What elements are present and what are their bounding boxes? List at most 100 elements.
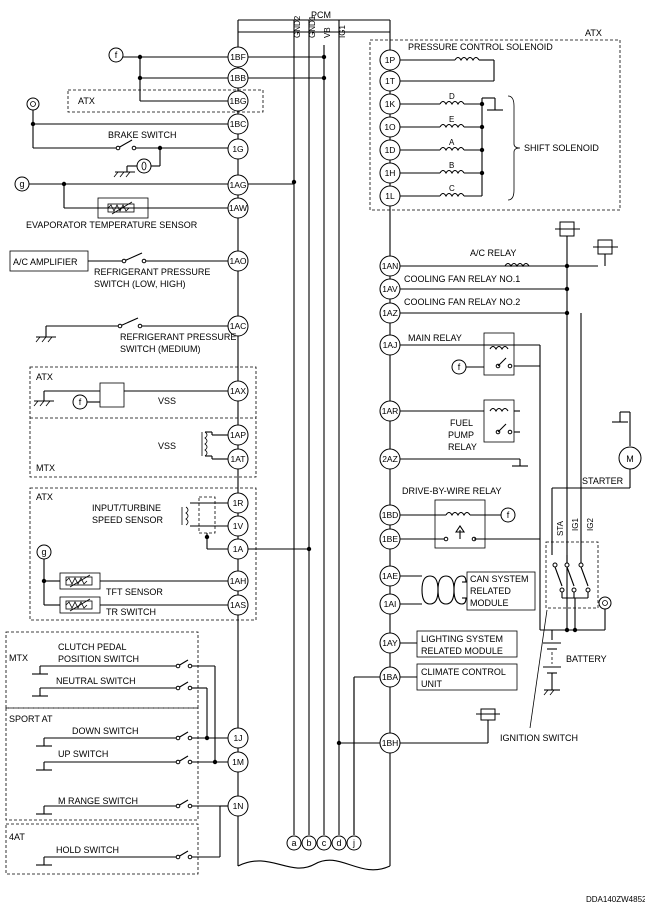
pin-1bf: 1BF [227,46,249,68]
svg-text:1V: 1V [233,521,244,531]
svg-text:1R: 1R [233,498,244,508]
atx-vss-label: ATX [36,372,53,382]
svg-text:1AW: 1AW [229,203,247,213]
svg-text:1AT: 1AT [231,454,246,464]
f-circle-3: f [458,362,461,372]
pin-1g: 1G [227,138,249,160]
can-label-1: CAN SYSTEM [470,574,529,584]
hold-switch-label: HOLD SWITCH [56,845,119,855]
connector-c: c [322,838,327,848]
fuel-pump-label-1: FUEL [450,418,473,428]
pin-1aw: 1AW [227,197,249,219]
battery-label: BATTERY [566,654,607,664]
svg-text:1M: 1M [232,757,244,767]
atx-bg-label: ATX [78,96,95,106]
atx-turbine-label: ATX [36,492,53,502]
pin-1k: 1K [379,93,401,115]
pin-1bb: 1BB [227,67,249,89]
evaporator-sensor-circuit: g EVAPORATOR TEMPERATURE SENSOR [14,176,294,230]
fan-relay-1-label: COOLING FAN RELAY NO.1 [404,274,520,284]
pin-1v: 1V [227,515,249,537]
svg-text:1H: 1H [385,168,396,178]
pin-1o: 1O [379,116,401,138]
dbw-relay-label: DRIVE-BY-WIRE RELAY [402,486,502,496]
gnd1-label: GND1 [308,15,317,38]
connector-j: j [352,838,355,848]
lighting-label-2: RELATED MODULE [421,646,503,656]
down-switch-label: DOWN SWITCH [72,726,139,736]
pin-1av: 1AV [379,278,401,300]
sol-b-label: B [449,161,454,170]
evap-sensor-label: EVAPORATOR TEMPERATURE SENSOR [26,220,198,230]
pin-1ah: 1AH [227,570,249,592]
pin-1as: 1AS [227,594,249,616]
pin-1an: 1AN [379,255,401,277]
svg-text:2AZ: 2AZ [382,454,398,464]
svg-text:1AC: 1AC [230,321,247,331]
g-circle-2: g [41,547,46,557]
f-circle-1: f [115,50,118,60]
svg-text:1AN: 1AN [382,261,399,271]
pin-1be: 1BE [379,528,401,550]
svg-text:1D: 1D [385,145,396,155]
svg-text:1A: 1A [233,544,244,554]
pcm-internal-bus: GND2 GND1 VB IG1 [238,15,390,835]
atx-solenoid-label: ATX [585,28,602,38]
pin-1l: 1L [379,185,401,207]
connector-b: b [306,838,311,848]
sport-at-label: SPORT AT [9,714,53,724]
pin-2az: 2AZ [379,448,401,470]
pin-1h: 1H [379,162,401,184]
mtx-clutch-label: MTX [9,653,28,663]
svg-text:1T: 1T [385,76,395,86]
svg-text:1BB: 1BB [230,73,246,83]
svg-text:1O: 1O [384,122,396,132]
fuel-pump-label-2: PUMP [448,430,474,440]
pin-1ba: 1BA [379,666,401,688]
four-at-label: 4AT [9,832,25,842]
turbine-label-2: SPEED SENSOR [92,515,164,525]
g-circle-1: g [19,179,24,189]
svg-text:1AE: 1AE [382,571,398,581]
can-label-2: RELATED [470,586,511,596]
svg-text:1BE: 1BE [382,534,398,544]
svg-text:1BA: 1BA [382,672,398,682]
ig1-sw-label: IG1 [571,518,580,531]
pin-1bc: 1BC [227,113,249,135]
ac-relay-label: A/C RELAY [470,248,516,258]
svg-text:1J: 1J [234,733,243,743]
pressure-control-label: PRESSURE CONTROL SOLENOID [408,42,553,52]
sol-c-label: C [449,184,455,193]
pin-1j: 1J [227,727,249,749]
svg-text:1AY: 1AY [382,638,398,648]
pin-1t: 1T [379,70,401,92]
tft-sensor-label: TFT SENSOR [106,587,163,597]
pin-1n: 1N [227,795,249,817]
svg-text:1BF: 1BF [230,52,246,62]
lighting-label-1: LIGHTING SYSTEM [421,634,503,644]
pin-1ay: 1AY [379,632,401,654]
svg-text:1AS: 1AS [230,600,246,610]
pin-1az: 1AZ [379,302,401,324]
up-switch-label: UP SWITCH [58,749,108,759]
vss-atx-label: VSS [158,396,176,406]
main-fuel-relay-circuit: MAIN RELAY f FUEL PUMP RELAY [400,332,541,630]
connector-a: a [291,838,296,848]
ignition-switch-label: IGNITION SWITCH [500,733,578,743]
turbine-label-1: INPUT/TURBINE [92,503,161,513]
relay-lines-circuit: A/C RELAY COOLING FAN RELAY NO.1 COOLING… [400,221,618,630]
svg-text:1BC: 1BC [230,119,247,129]
pin-1ap: 1AP [227,424,249,446]
svg-text:1AV: 1AV [382,284,398,294]
svg-text:1BG: 1BG [229,96,246,106]
vss-circuit: ATX MTX f VSS VSS [29,366,257,478]
clutch-label-1: CLUTCH PEDAL [58,642,127,652]
neutral-label: NEUTRAL SWITCH [56,676,136,686]
ac-amplifier-circuit: A/C AMPLIFIER REFRIGERANT PRESSURE SWITC… [9,250,228,289]
sol-a-label: A [449,138,455,147]
svg-text:1AR: 1AR [382,406,399,416]
pin-1d: 1D [379,139,401,161]
svg-text:1AG: 1AG [229,180,246,190]
refrig-lh-label-1: REFRIGERANT PRESSURE [94,267,210,277]
climate-label-1: CLIMATE CONTROL [421,667,506,677]
